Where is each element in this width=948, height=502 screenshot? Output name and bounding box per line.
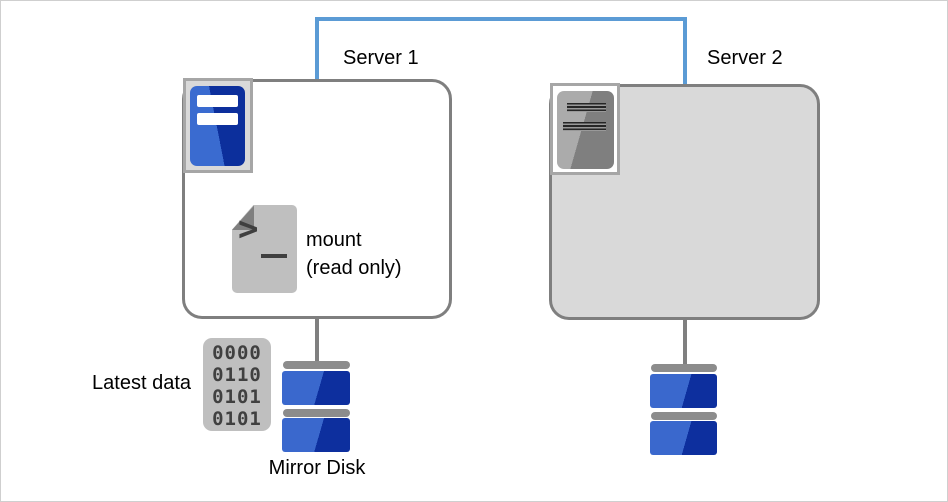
server1-icon-frame [183,78,253,173]
server2-disk-top [650,374,717,408]
mount-label: mount (read only) [306,226,402,282]
server2-icon-frame [550,83,620,175]
binary-row: 0110 [212,364,262,386]
binary-row: 0101 [212,386,262,408]
server1-tower-slot-icon [197,113,238,125]
interconnect-line-server1 [315,17,319,81]
mount-label-line1: mount [306,229,362,251]
binary-row: 0101 [212,408,262,430]
server2-tower-vent-icon [563,122,606,131]
binary-data-icon: 0000 0110 0101 0101 [203,338,271,431]
server2-disk-bottom [650,421,717,455]
interconnect-line-horizontal [315,17,687,21]
server2-tower-icon [557,91,614,169]
server1-disk-bottom [282,418,350,452]
server1-disk-top [282,371,350,405]
server1-label: Server 1 [343,47,419,69]
prompt-underscore [261,254,287,258]
latest-data-label: Latest data [92,372,191,394]
terminal-script-icon: > [232,205,297,293]
server1-disk-platter-bar [283,409,350,417]
prompt-symbol: > [238,209,259,249]
server2-label: Server 2 [707,47,783,69]
server2-disk-platter-bar [651,364,717,372]
server1-disk-platter-bar [283,361,350,369]
server1-disk-connector [315,318,319,363]
interconnect-line-server2 [683,17,687,86]
mirror-disk-label: Mirror Disk [268,457,366,479]
server2-disk-connector [683,319,687,366]
mount-label-line2: (read only) [306,257,402,279]
server1-tower-icon [190,86,245,166]
server2-tower-vent-icon [567,103,606,112]
server2-disk-platter-bar [651,412,717,420]
binary-row: 0000 [212,342,262,364]
server1-tower-slot-icon [197,95,238,107]
